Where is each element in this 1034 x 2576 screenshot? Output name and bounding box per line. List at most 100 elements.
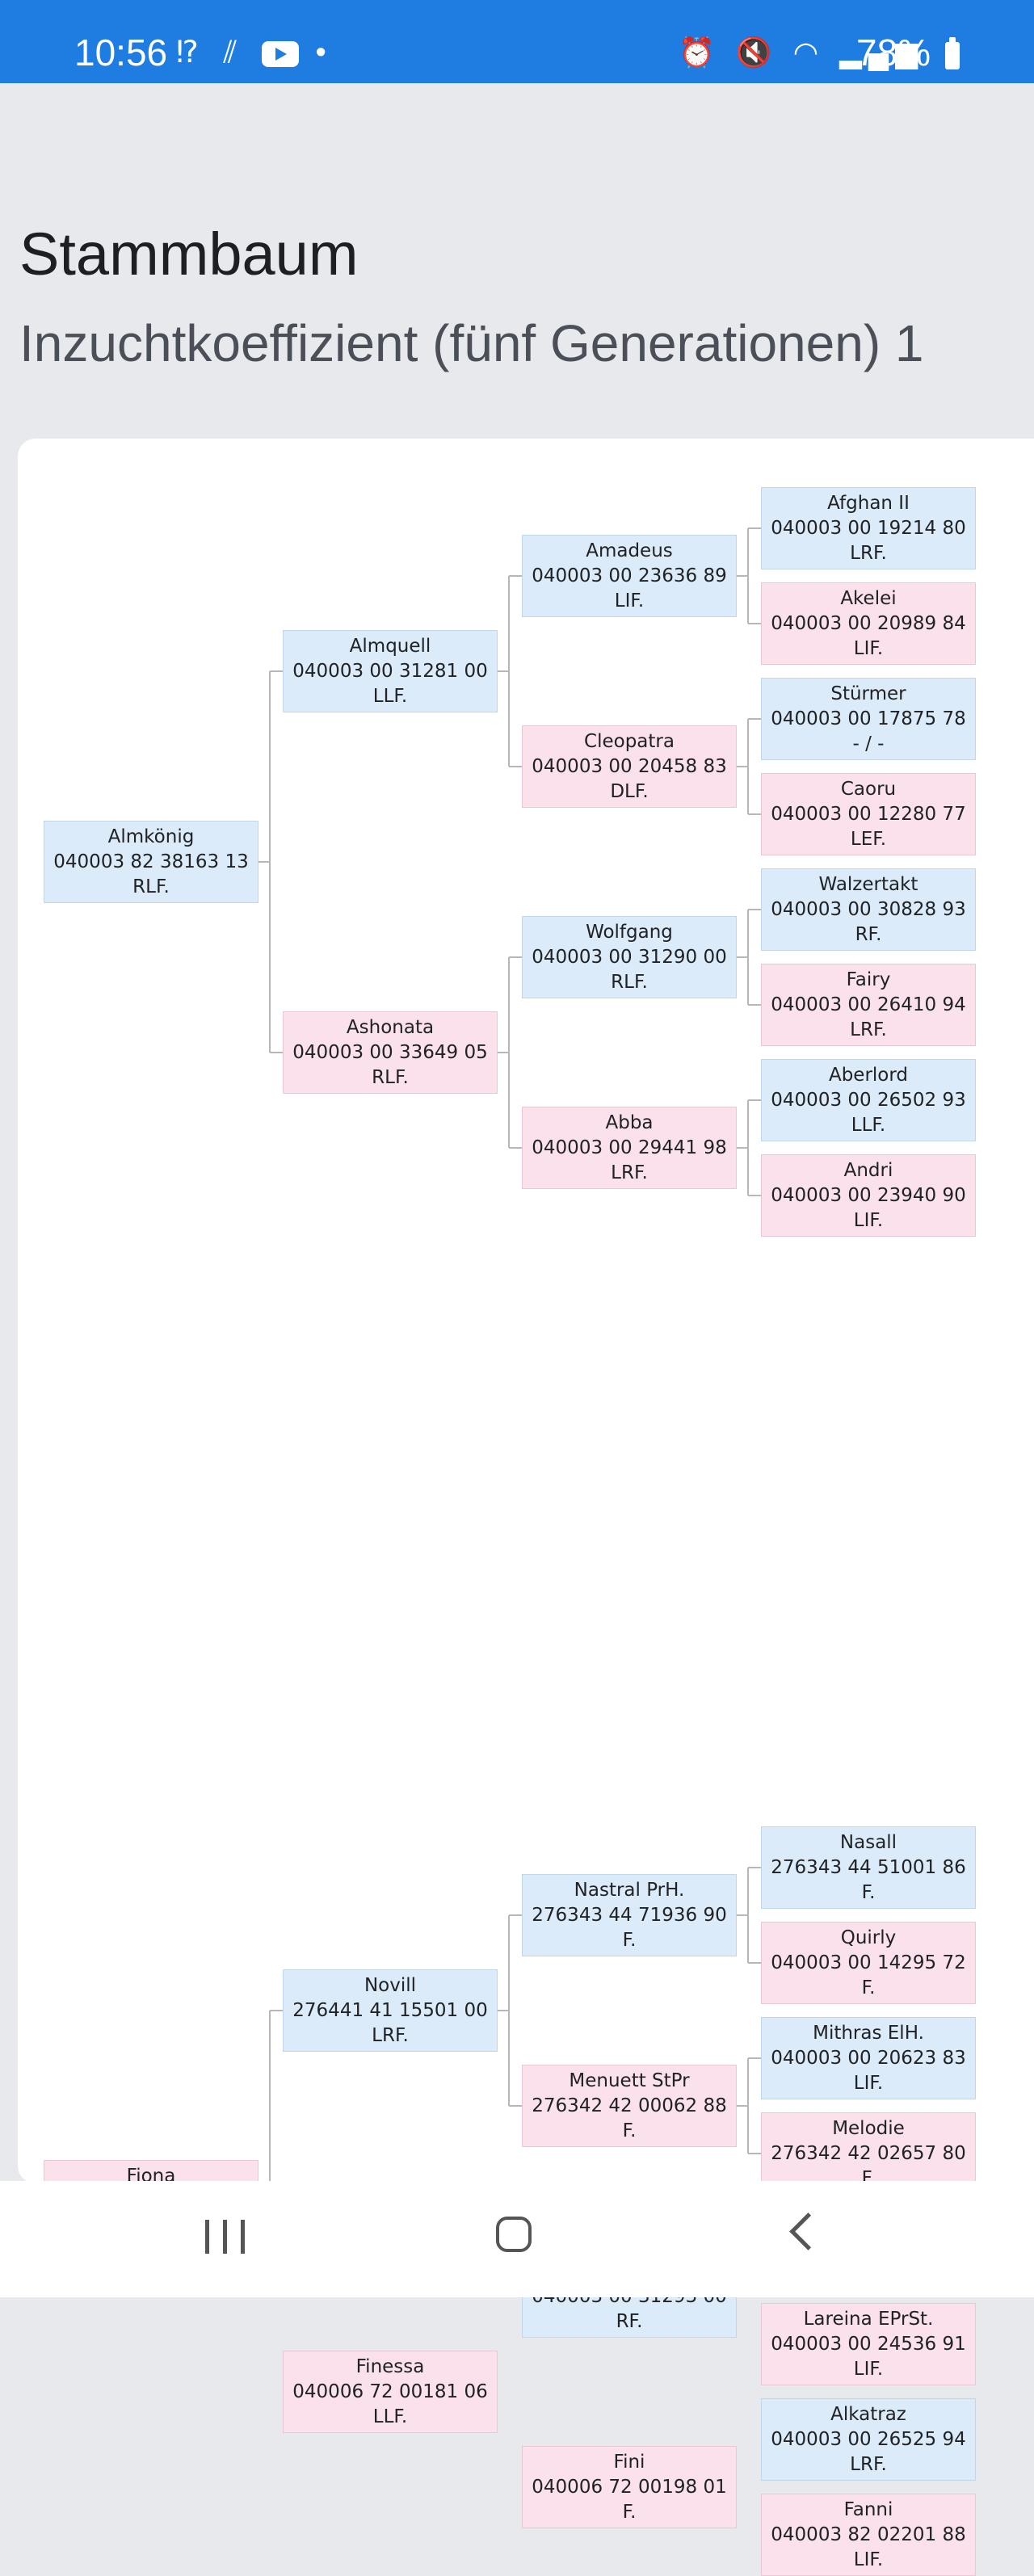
animal-name: Menuett StPr <box>569 2070 690 2091</box>
animal-id: 276343 44 71936 90 <box>532 1904 727 1926</box>
animal-code: LLF. <box>372 2406 408 2427</box>
animal-name: Melodie <box>832 2117 905 2139</box>
animal-name: Walzertakt <box>818 873 918 895</box>
animal-code: LIF. <box>614 590 645 611</box>
animal-code: RLF. <box>372 1066 409 1088</box>
animal-code: LIF. <box>853 1209 884 1231</box>
animal-code: LRF. <box>850 542 887 564</box>
animal-name: Lareina EPrSt. <box>803 2308 934 2330</box>
page-subtitle: Inzuchtkoeffizient (fünf Generationen) 1 <box>19 314 924 372</box>
animal-code: LRF. <box>850 2453 887 2475</box>
animal-code: LIF. <box>853 2072 884 2094</box>
animal-id: 040003 82 02201 88 <box>771 2523 966 2545</box>
animal-code: LEF. <box>850 828 887 850</box>
animal-id: 040003 00 33649 05 <box>292 1041 488 1063</box>
animal-code: RF. <box>855 923 882 945</box>
animal-id: 040003 82 38163 13 <box>53 851 249 872</box>
animal-name: Almkönig <box>107 826 195 847</box>
animal-code: LLF. <box>372 685 408 707</box>
pedigree-animal-card-root-dam-dam[interactable]: Fini 040006 72 00198 01 F. <box>522 2446 737 2528</box>
battery-icon <box>945 37 960 69</box>
animal-code: RLF. <box>611 971 648 993</box>
animal-code: RF. <box>616 2310 643 2332</box>
animal-name: Nastral PrH. <box>574 1879 685 1901</box>
animal-id: 276342 42 00062 88 <box>532 2095 727 2116</box>
animal-name: Novill <box>364 1974 417 1996</box>
animal-name: Caoru <box>840 778 897 800</box>
pedigree-animal-card-root-sire[interactable]: Novill 276441 41 15501 00 LRF. <box>283 1969 498 2052</box>
animal-id: 040003 00 23940 90 <box>771 1184 966 1206</box>
pedigree-animal-card-root[interactable]: Almkönig 040003 82 38163 13 RLF. <box>44 821 258 903</box>
notification-icon: ⁉ <box>176 36 207 69</box>
animal-id: 040003 00 26525 94 <box>771 2428 966 2450</box>
animal-id: 040003 00 29441 98 <box>532 1137 727 1158</box>
animal-id: 040006 72 00181 06 <box>292 2381 488 2402</box>
battery-percent: 78% <box>856 32 931 74</box>
animal-code: - / - <box>852 733 885 754</box>
animal-name: Fairy <box>846 969 891 990</box>
animal-name: Almquell <box>349 635 431 657</box>
animal-code: RLF. <box>132 876 170 897</box>
status-time: 10:56 <box>74 32 168 74</box>
animal-id: 276441 41 15501 00 <box>292 1999 488 2021</box>
animal-code: LIF. <box>853 2549 884 2570</box>
animal-name: Wolfgang <box>586 921 673 943</box>
back-icon[interactable] <box>789 2213 827 2250</box>
animal-id: 276342 42 02657 80 <box>771 2142 966 2164</box>
animal-id: 040003 00 19214 80 <box>771 517 966 539</box>
status-right-icons: ⏰ 🔇 ◠ ▂▄▆ <box>679 34 924 71</box>
animal-code: DLF. <box>610 780 649 802</box>
animal-code: LRF. <box>372 2024 409 2046</box>
dot-icon: • <box>315 36 334 69</box>
home-icon[interactable] <box>496 2217 532 2252</box>
animal-id: 040003 00 20458 83 <box>532 755 727 777</box>
animal-id: 276343 44 51001 86 <box>771 1856 966 1878</box>
pedigree-animal-card-root-sire-dam-dam[interactable]: Caoru 040003 00 12280 77 LEF. <box>761 773 976 855</box>
animal-code: F. <box>622 2501 637 2523</box>
animal-name: Aberlord <box>828 1064 909 1086</box>
animal-name: Fini <box>613 2451 645 2473</box>
signal-activity-icon: ⫽ <box>223 36 246 69</box>
status-left-icons: ⁉ ⫽ • <box>176 34 334 71</box>
animal-name: Cleopatra <box>584 730 675 752</box>
youtube-icon <box>261 40 299 67</box>
animal-id: 040006 72 00198 01 <box>532 2476 727 2498</box>
animal-name: Andri <box>843 1159 893 1181</box>
animal-id: 040003 00 26502 93 <box>771 1089 966 1111</box>
status-bar: 10:56 ⁉ ⫽ • ⏰ 🔇 ◠ ▂▄▆ 78% <box>0 0 1034 83</box>
animal-name: Fanni <box>843 2498 893 2520</box>
pedigree-animal-card-root-sire-dam[interactable]: Menuett StPr 276342 42 00062 88 F. <box>522 2065 737 2147</box>
animal-code: F. <box>861 1977 876 1998</box>
animal-code: F. <box>861 1881 876 1903</box>
animal-id: 040003 00 20623 83 <box>771 2047 966 2069</box>
pedigree-animal-card-root-dam-dam-dam[interactable]: Fanni 040003 82 02201 88 LIF. <box>761 2494 976 2576</box>
animal-code: LRF. <box>611 1162 648 1183</box>
pedigree-animal-card-root-dam-dam-dam[interactable]: Andri 040003 00 23940 90 LIF. <box>761 1154 976 1237</box>
pedigree-animal-card-root-sire-dam[interactable]: Cleopatra 040003 00 20458 83 DLF. <box>522 725 737 808</box>
recent-apps-icon[interactable] <box>205 2220 249 2254</box>
animal-id: 040003 00 12280 77 <box>771 803 966 825</box>
animal-id: 040003 00 20989 84 <box>771 612 966 634</box>
animal-name: Quirly <box>840 1927 897 1948</box>
animal-code: F. <box>622 2120 637 2141</box>
animal-id: 040003 00 24536 91 <box>771 2333 966 2355</box>
animal-name: Akelei <box>840 587 897 609</box>
